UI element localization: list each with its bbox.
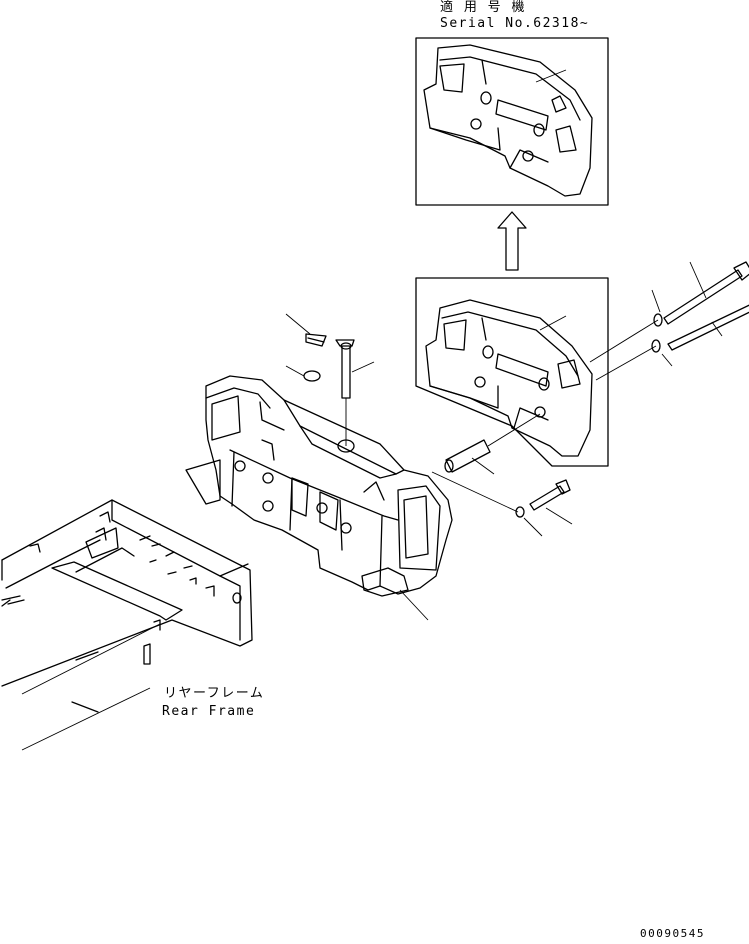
up-arrow (497, 211, 527, 271)
long-bolt-lower (667, 304, 749, 351)
small-washer (515, 506, 525, 518)
washer-upper (653, 313, 663, 327)
rear-frame-label-jp: リヤーフレーム (164, 686, 265, 701)
inset-frame (415, 37, 609, 206)
drawing-number: 00090545 (640, 927, 705, 940)
main-counterweight (185, 375, 453, 597)
inset-counterweight (423, 44, 593, 197)
washer-lower (651, 339, 661, 353)
rear-frame-label-en: Rear Frame (162, 704, 256, 719)
inset-serial: Serial No.62318~ (440, 16, 590, 31)
cotter-pin (305, 333, 327, 347)
inset-applicable-jp: 適 用 号 機 (440, 0, 526, 15)
callout-leader (539, 315, 567, 331)
spacer-sleeve (444, 439, 491, 473)
pin-washer (303, 370, 321, 382)
callout-box (415, 277, 609, 467)
callout-counterweight (425, 299, 593, 457)
long-bolt-upper (663, 261, 749, 325)
rear-frame (1, 499, 253, 713)
inset-leader (535, 69, 567, 83)
lock-pin (335, 339, 355, 399)
small-bolt (529, 479, 571, 511)
